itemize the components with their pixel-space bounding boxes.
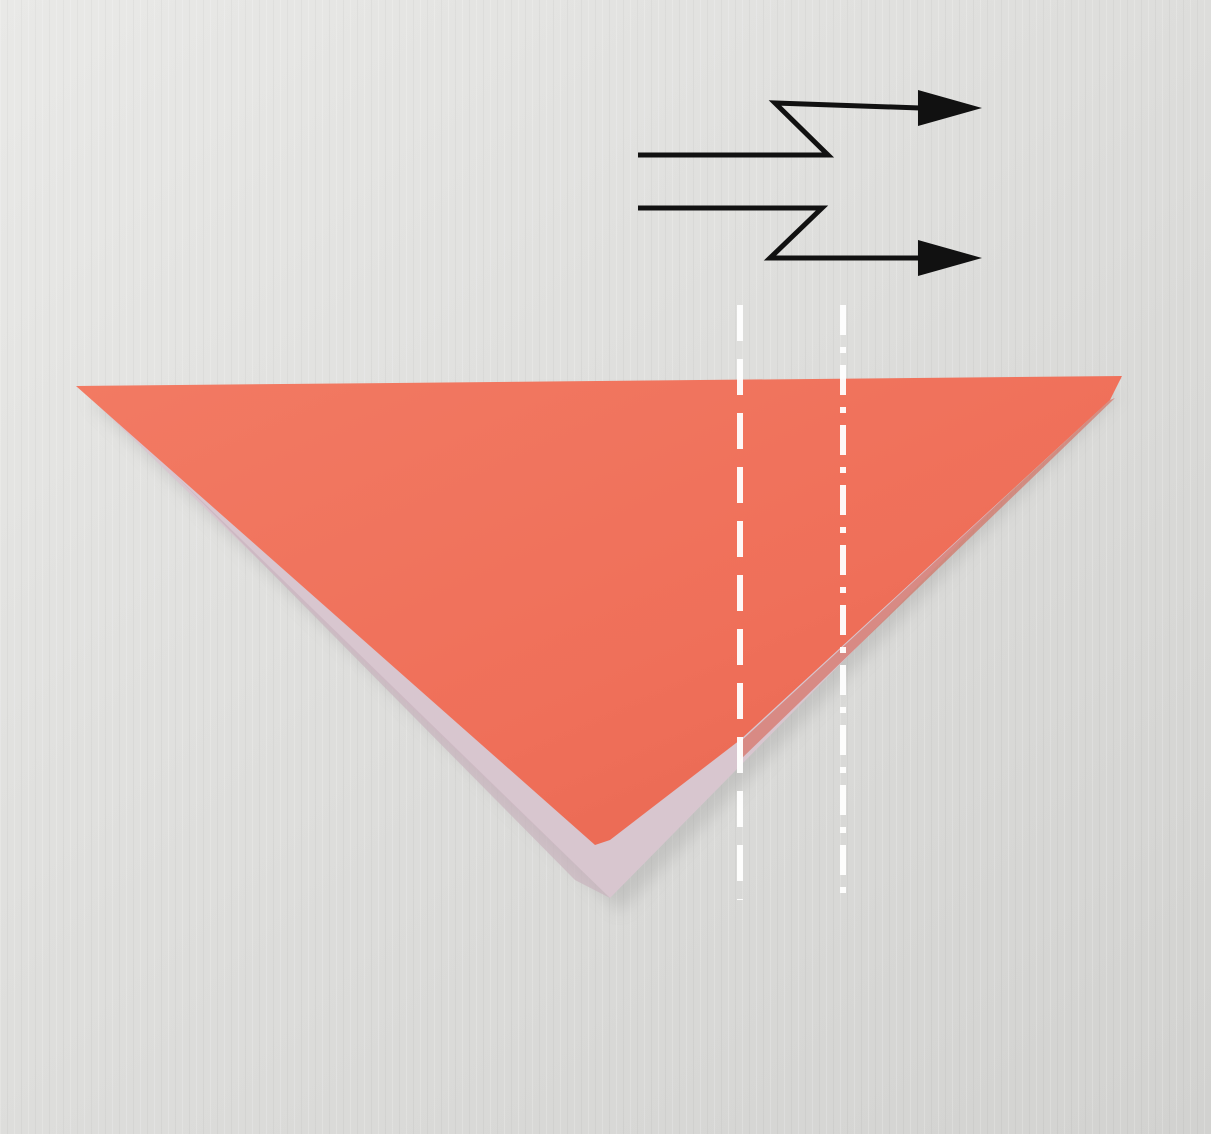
origami-photo <box>0 0 1211 1134</box>
photo-frame <box>0 0 1211 1134</box>
